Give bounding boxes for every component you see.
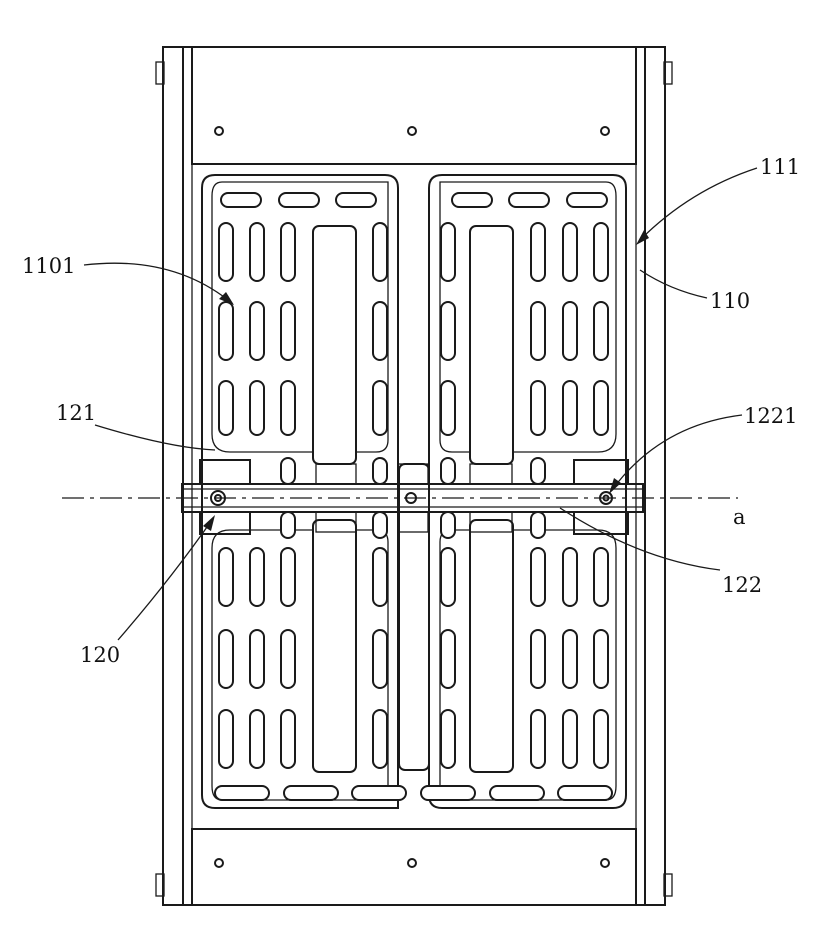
bottom-end-plate: [192, 829, 636, 905]
top-bolt-center: [408, 127, 416, 135]
top-bolt-right: [601, 127, 609, 135]
label-121: 121: [56, 401, 96, 425]
label-1221: 1221: [744, 404, 797, 428]
label-122: 122: [722, 573, 762, 597]
label-1101: 1101: [22, 254, 75, 278]
label-111: 111: [760, 155, 800, 179]
top-end-plate: [192, 47, 636, 164]
upper-vertical-slots: [219, 223, 608, 435]
label-120: 120: [80, 643, 120, 667]
top-horizontal-slots: [221, 193, 607, 207]
bottom-bolt-left: [215, 859, 223, 867]
bottom-bolt-center: [408, 859, 416, 867]
label-a: a: [733, 505, 746, 529]
top-bolt-left: [215, 127, 223, 135]
bottom-horizontal-slots: [215, 786, 612, 800]
bottom-bolt-right: [601, 859, 609, 867]
label-110: 110: [710, 289, 750, 313]
